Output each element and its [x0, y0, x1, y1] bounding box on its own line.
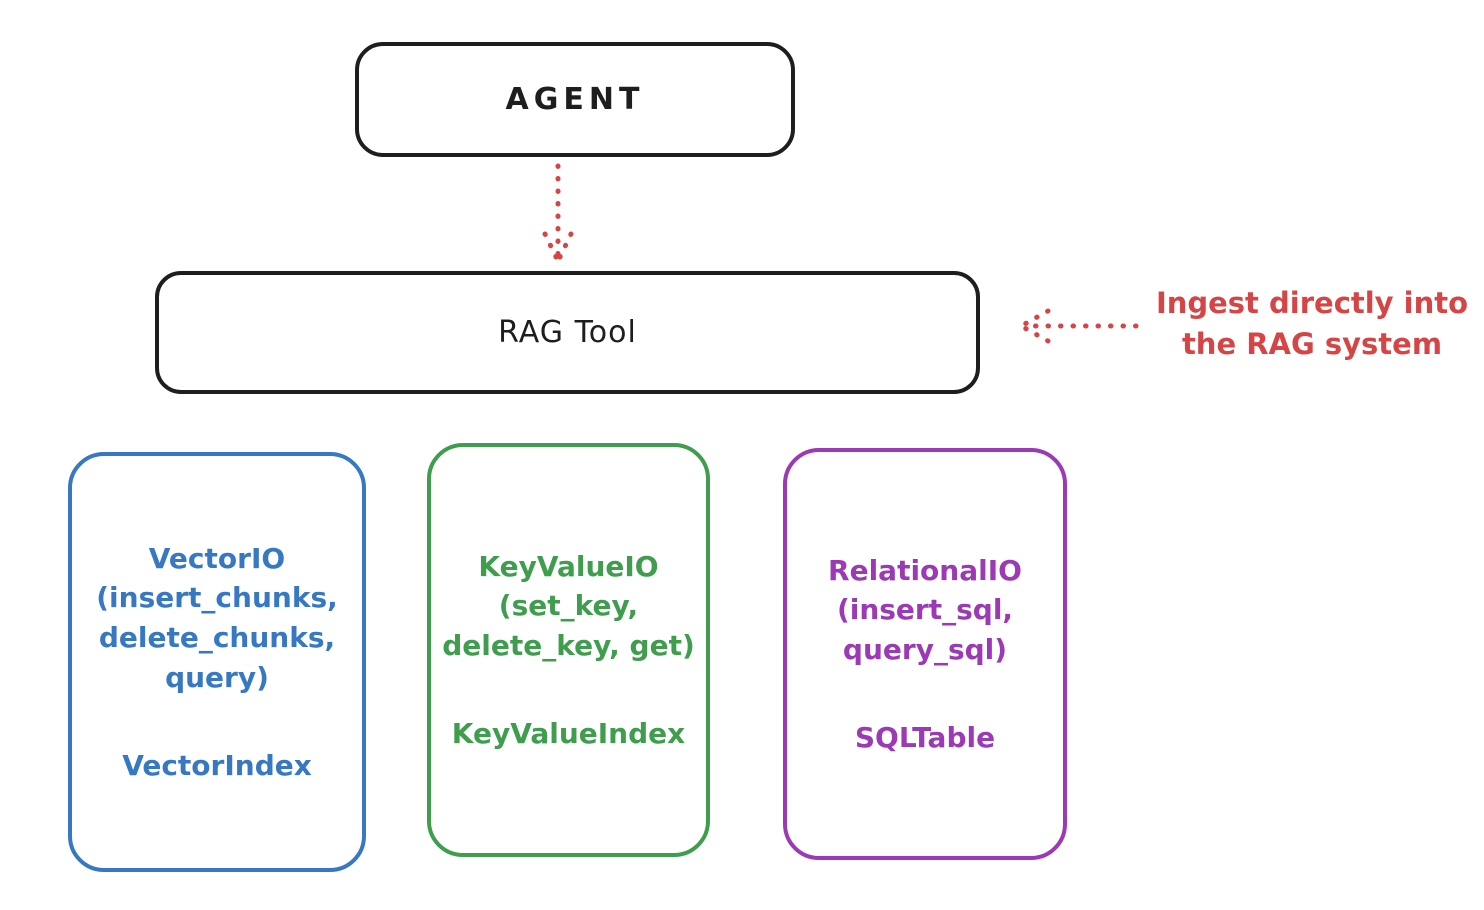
- relational-io-node: RelationalIO (insert_sql, query_sql) SQL…: [783, 448, 1067, 860]
- dotted-arrow-down-icon: [538, 162, 578, 266]
- sql-table-label: SQLTable: [854, 720, 996, 754]
- rag-tool-label: RAG Tool: [498, 315, 637, 350]
- ingest-annotation-line2: the RAG system: [1181, 326, 1443, 361]
- keyvalue-io-method-line: (set_key,: [498, 589, 639, 623]
- relational-io-title: RelationalIO: [828, 553, 1022, 587]
- agent-label: AGENT: [505, 82, 645, 117]
- ingest-annotation-line1: Ingest directly into: [1155, 286, 1469, 320]
- keyvalue-index-label: KeyValueIndex: [451, 716, 686, 750]
- vector-io-title: VectorIO: [148, 541, 286, 575]
- vector-io-method-line: (insert_chunks,: [96, 581, 338, 615]
- vector-index-label: VectorIndex: [122, 748, 312, 782]
- relational-io-method-line: query_sql): [842, 633, 1008, 666]
- ingest-annotation: Ingest directly into the RAG system: [1140, 283, 1484, 364]
- keyvalue-io-title: KeyValueIO: [478, 549, 659, 583]
- keyvalue-io-node: KeyValueIO (set_key, delete_key, get) Ke…: [427, 443, 710, 857]
- relational-io-method-line: (insert_sql,: [836, 593, 1014, 627]
- dotted-arrow-left-icon: [1014, 302, 1144, 350]
- rag-tool-node: RAG Tool: [155, 271, 980, 394]
- vector-io-method-line: delete_chunks,: [98, 621, 336, 655]
- agent-node: AGENT: [355, 42, 795, 157]
- vector-io-method-line: query): [165, 660, 269, 694]
- vector-io-node: VectorIO (insert_chunks, delete_chunks, …: [68, 452, 366, 872]
- keyvalue-io-method-line: delete_key, get): [442, 629, 695, 662]
